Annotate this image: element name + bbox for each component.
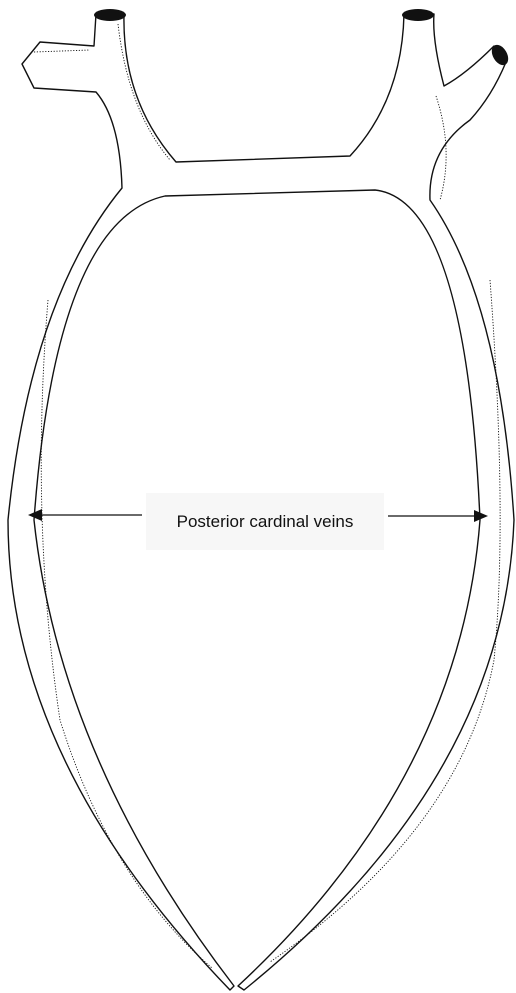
label-box: Posterior cardinal veins (146, 493, 384, 550)
posterior-cardinal-veins-label: Posterior cardinal veins (177, 512, 354, 532)
right-vessel-end (402, 9, 434, 21)
left-vessel-end (94, 9, 126, 21)
